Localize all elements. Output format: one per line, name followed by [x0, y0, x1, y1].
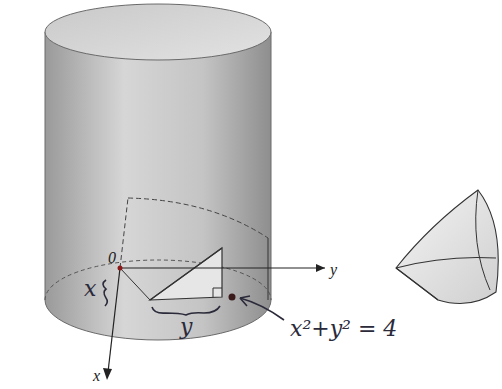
segment-label: y: [180, 316, 192, 338]
origin-label: 0: [108, 250, 116, 266]
axis-label: x: [93, 368, 100, 384]
equation-label: x²+y² = 4: [290, 318, 397, 340]
axis-label: y: [330, 262, 337, 278]
segment-label: x: [84, 278, 96, 300]
